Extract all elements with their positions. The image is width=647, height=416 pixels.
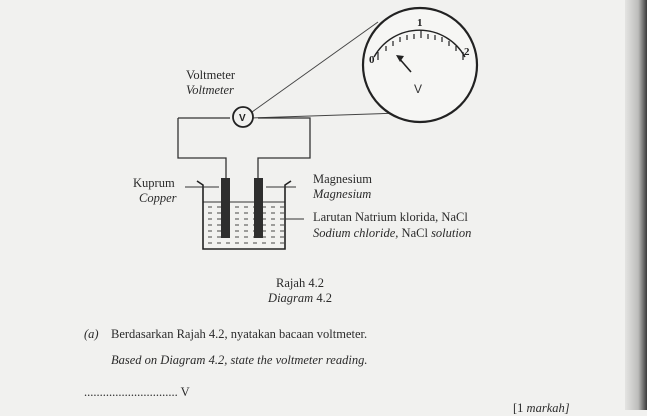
marks-label: [1 markah]: [513, 401, 570, 415]
voltmeter-label-en: Voltmeter: [186, 83, 234, 97]
copper-label-ms: Kuprum: [133, 176, 175, 190]
scan-edge: [625, 0, 647, 410]
magnesium-label-en: Magnesium: [313, 187, 372, 201]
copper-electrode: [221, 178, 230, 238]
caption-ms: Rajah 4.2: [276, 276, 324, 290]
voltmeter-symbol-letter: V: [239, 113, 246, 124]
caption-en: Diagram 4.2: [268, 291, 332, 305]
magnesium-label-ms: Magnesium: [313, 172, 373, 186]
voltmeter-label-ms: Voltmeter: [186, 68, 236, 82]
circuit-wires: [177, 117, 311, 180]
copper-label-en: Copper: [139, 191, 177, 205]
question-text-en: Based on Diagram 4.2, state the voltmete…: [111, 353, 368, 367]
dial-label-1: 1: [417, 17, 423, 29]
dial-label-0: 0: [369, 54, 375, 66]
question-text-ms: Berdasarkan Rajah 4.2, nyatakan bacaan v…: [111, 327, 368, 341]
dial-label-2: 2: [464, 46, 470, 58]
solution-label-en: Sodium chloride, NaCl solution: [313, 226, 472, 240]
question-label: (a): [84, 327, 99, 341]
voltmeter-dial: 0 1 2 V: [361, 6, 479, 124]
solution-label-ms: Larutan Natrium klorida, NaCl: [313, 210, 468, 224]
beaker: [196, 180, 292, 250]
answer-line[interactable]: .............................. V: [84, 385, 190, 399]
zoom-line-upper: [251, 21, 379, 113]
voltmeter-symbol: V: [232, 106, 254, 128]
magnesium-electrode: [254, 178, 263, 238]
answer-unit: V: [180, 385, 190, 399]
dial-unit: V: [414, 82, 422, 96]
